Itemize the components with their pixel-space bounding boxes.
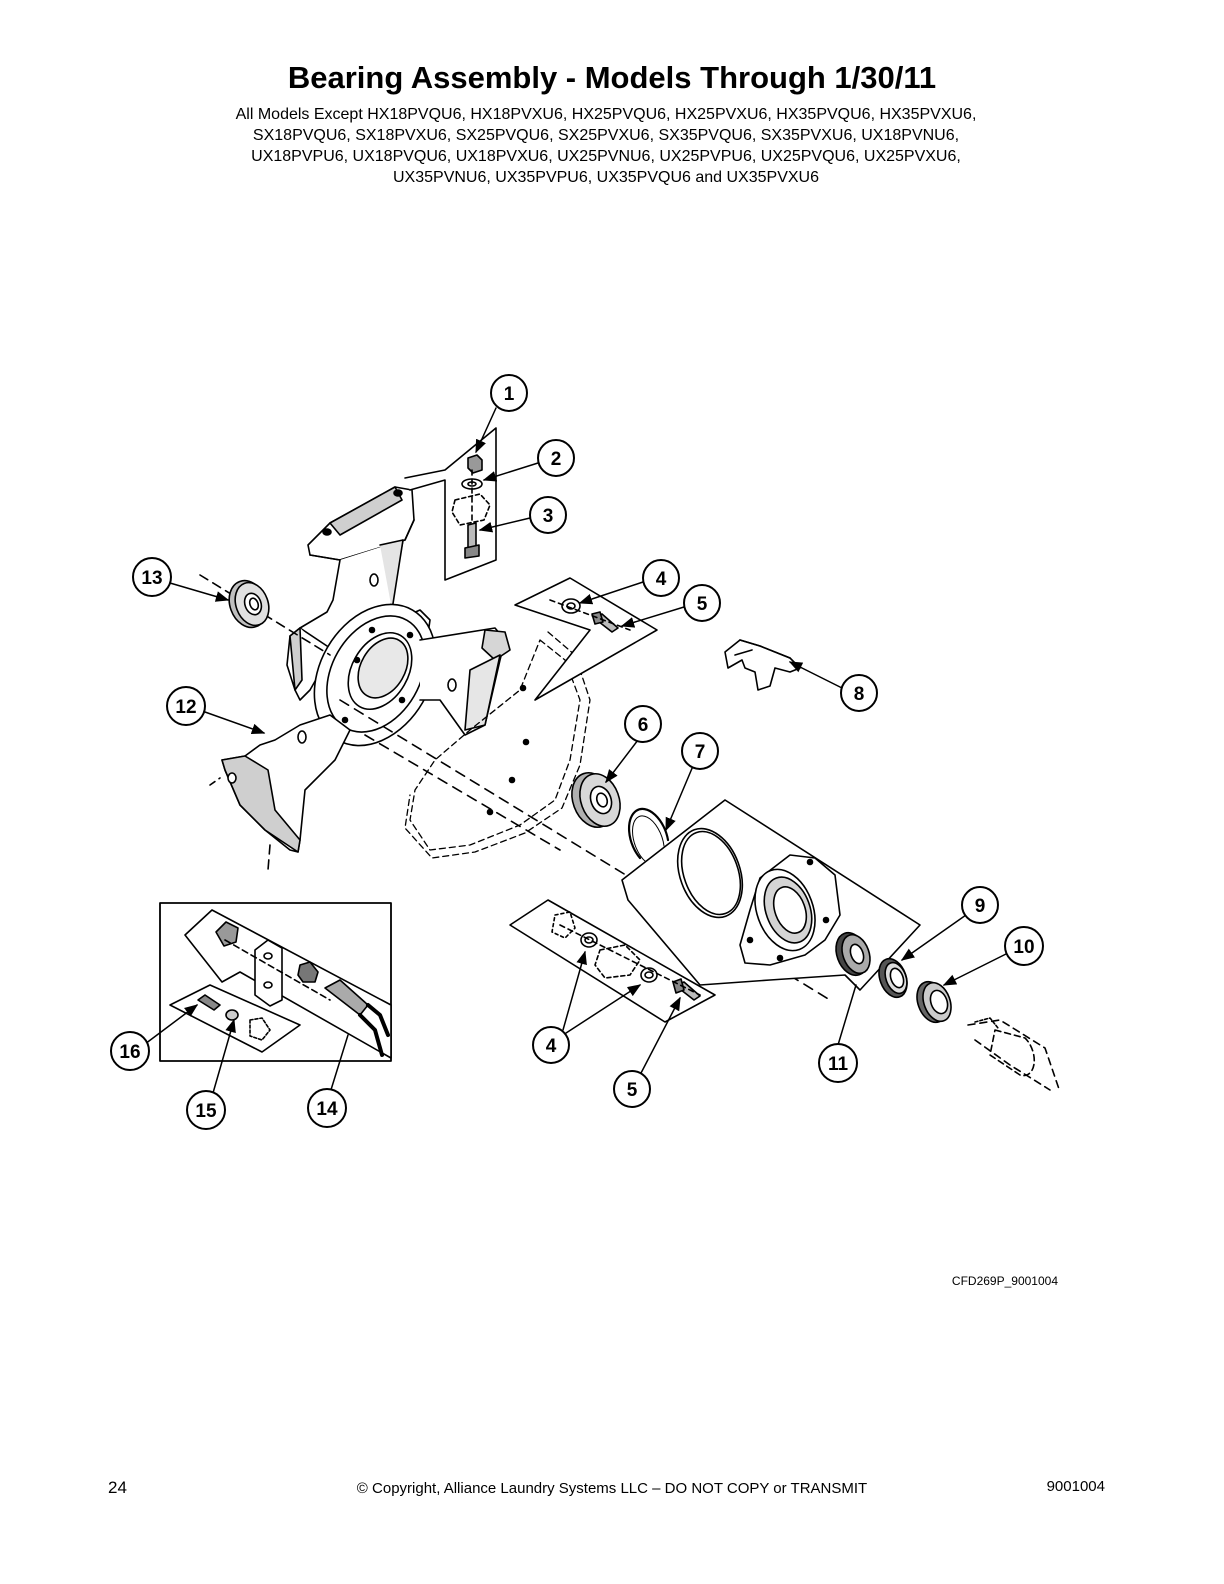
svg-text:7: 7	[695, 742, 706, 763]
svg-text:12: 12	[175, 697, 196, 718]
clip-bracket	[724, 639, 801, 691]
svg-text:5: 5	[627, 1080, 638, 1101]
svg-text:13: 13	[141, 568, 162, 589]
shaft	[967, 1017, 1061, 1093]
shaft-axis-line	[364, 734, 561, 851]
slinger-10	[916, 980, 952, 1024]
subtitle-line: SX18PVQU6, SX18PVXU6, SX25PVQU6, SX25PVX…	[252, 127, 960, 144]
callout-5: 5	[683, 584, 721, 622]
tub-outline-dashed	[404, 631, 591, 859]
svg-text:1: 1	[504, 384, 515, 405]
retaining-ring	[628, 807, 670, 863]
callout-14: 14	[307, 1088, 347, 1128]
callout-13: 13	[132, 557, 172, 597]
callout-11: 11	[818, 1043, 858, 1083]
callout-4-lower: 4	[532, 1026, 570, 1064]
detail-panel-hardware-low	[509, 899, 716, 1023]
svg-text:5: 5	[697, 594, 708, 615]
svg-text:16: 16	[119, 1042, 140, 1063]
callout-10: 10	[1004, 926, 1044, 966]
seal-11	[835, 931, 871, 977]
svg-text:8: 8	[854, 684, 865, 705]
svg-text:9: 9	[975, 896, 986, 917]
page-title: Bearing Assembly - Models Through 1/30/1…	[287, 60, 937, 95]
svg-text:15: 15	[195, 1101, 217, 1122]
callout-8: 8	[840, 674, 878, 712]
svg-text:11: 11	[828, 1054, 849, 1075]
svg-text:4: 4	[656, 569, 667, 590]
subtitle-line: UX18PVPU6, UX18PVQU6, UX18PVXU6, UX25PVN…	[251, 148, 961, 165]
detail-panel-hardware-mid	[514, 577, 658, 701]
svg-text:14: 14	[316, 1099, 338, 1120]
callout-9: 9	[961, 886, 999, 924]
svg-text:4: 4	[546, 1036, 557, 1057]
svg-text:6: 6	[638, 715, 649, 736]
callout-3: 3	[529, 496, 567, 534]
bearing-13	[228, 579, 270, 629]
callout-4: 4	[642, 559, 680, 597]
svg-text:10: 10	[1013, 937, 1034, 958]
callout-markers: 1 2 3 4 5 8 13 12 6 7 9 10 11 4 5 16 15 …	[110, 374, 1044, 1130]
callout-1: 1	[490, 374, 528, 412]
svg-text:2: 2	[551, 449, 562, 470]
subtitle-line: UX35PVNU6, UX35PVPU6, UX35PVQU6 and UX35…	[393, 169, 819, 186]
callout-16: 16	[110, 1031, 150, 1071]
seal-9	[878, 957, 908, 999]
model-applicability-list: All Models Except HX18PVQU6, HX18PVXU6, …	[150, 104, 1062, 188]
callout-12: 12	[166, 686, 206, 726]
bearing-housing-spider	[199, 486, 511, 871]
svg-text:3: 3	[543, 506, 554, 527]
bearing-6	[571, 772, 621, 828]
page-number: 24	[108, 1478, 127, 1497]
figure-code: CFD269P_9001004	[951, 1274, 1058, 1288]
detail-panel-hardware-top	[404, 427, 497, 581]
callout-5-lower: 5	[613, 1070, 651, 1108]
leader-lines	[144, 407, 1009, 1094]
detail-box-sensor	[159, 902, 392, 1062]
copyright-notice: © Copyright, Alliance Laundry Systems LL…	[356, 1480, 868, 1497]
subtitle-line: All Models Except HX18PVQU6, HX18PVXU6, …	[235, 106, 977, 123]
callout-6: 6	[624, 705, 662, 743]
callout-7: 7	[681, 732, 719, 770]
callout-2: 2	[537, 439, 575, 477]
document-number: 9001004	[1046, 1478, 1105, 1495]
callout-15: 15	[186, 1090, 226, 1130]
